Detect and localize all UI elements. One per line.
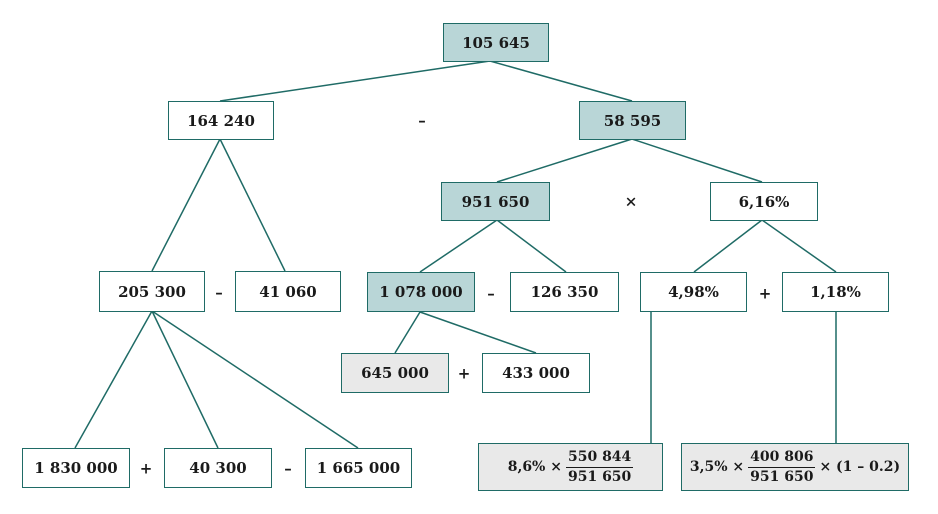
fraction: 400 806 951 650	[748, 449, 816, 485]
formula-prefix: 8,6% ×	[507, 459, 562, 475]
connector-line	[761, 219, 837, 273]
connector-line	[74, 310, 153, 449]
connector-line	[489, 60, 633, 102]
operator-plus: +	[758, 284, 772, 303]
formula: 3,5% × 400 806 951 650 × (1 – 0.2)	[690, 449, 900, 484]
node-40300: 40 300	[164, 448, 272, 488]
node-205300: 205 300	[99, 271, 205, 312]
formula-box-4-98: 8,6% × 550 844 951 650	[478, 443, 663, 491]
fraction-numerator: 400 806	[748, 449, 816, 468]
connector-line	[394, 311, 421, 354]
node-164240: 164 240	[168, 101, 274, 140]
connector-line	[419, 219, 498, 273]
node-1830000: 1 830 000	[22, 448, 130, 488]
connector-line	[496, 219, 567, 273]
node-951650: 951 650	[441, 182, 550, 221]
operator-minus: –	[215, 283, 223, 302]
operator-minus: –	[418, 111, 426, 130]
fraction-denominator: 951 650	[567, 468, 632, 485]
connector-line	[151, 138, 221, 272]
connector-line	[496, 138, 633, 183]
node-1078000: 1 078 000	[367, 272, 475, 312]
operator-plus: +	[139, 459, 153, 478]
node-41060: 41 060	[235, 271, 341, 312]
node-58595: 58 595	[579, 101, 686, 140]
node-1-18-percent: 1,18%	[782, 272, 889, 312]
connector-line	[219, 138, 286, 272]
formula-box-1-18: 3,5% × 400 806 951 650 × (1 – 0.2)	[681, 443, 909, 491]
fraction-denominator: 951 650	[750, 468, 814, 485]
formula-prefix: 3,5% ×	[689, 459, 745, 475]
node-4-98-percent: 4,98%	[640, 272, 747, 312]
connector-line	[151, 310, 219, 449]
node-6-16-percent: 6,16%	[710, 182, 818, 221]
operator-times: ×	[624, 192, 638, 211]
node-126350: 126 350	[510, 272, 619, 312]
formula-suffix: × (1 – 0.2)	[819, 459, 901, 475]
connector-line	[219, 60, 491, 102]
node-root: 105 645	[443, 23, 549, 62]
node-1665000: 1 665 000	[305, 448, 412, 488]
operator-minus: –	[284, 459, 292, 478]
connector-line	[631, 138, 763, 183]
node-433000: 433 000	[482, 353, 590, 393]
fraction: 550 844 951 650	[565, 449, 634, 485]
operator-minus: –	[487, 284, 495, 303]
connector-line	[151, 310, 359, 449]
connector-line	[693, 219, 763, 273]
fraction-numerator: 550 844	[565, 449, 634, 468]
formula: 8,6% × 550 844 951 650	[507, 449, 634, 485]
node-645000: 645 000	[341, 353, 449, 393]
operator-plus: +	[457, 364, 471, 383]
connector-line	[419, 311, 537, 354]
